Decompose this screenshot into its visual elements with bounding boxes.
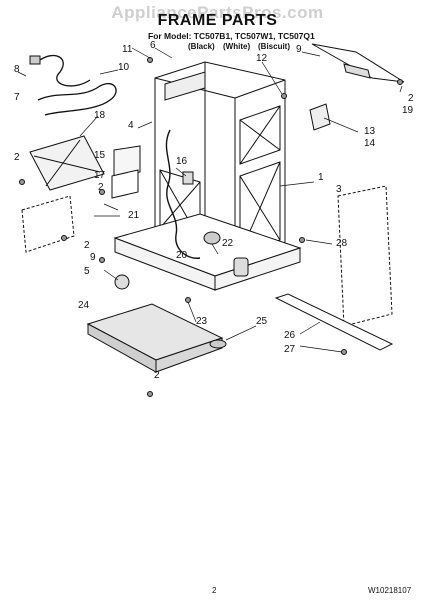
callout-12: 12 xyxy=(256,53,268,64)
top-rail-9 xyxy=(311,43,405,83)
caster-wheel xyxy=(114,274,130,290)
page-number: 2 xyxy=(212,586,217,595)
callout-14: 14 xyxy=(364,138,376,149)
callout-11: 11 xyxy=(122,44,133,55)
variant-biscuit: (Biscuit) xyxy=(258,42,290,51)
wire-harness xyxy=(165,129,201,259)
callout-15: 15 xyxy=(94,150,106,161)
callout-23: 23 xyxy=(196,316,208,327)
callout-17: 17 xyxy=(94,170,106,181)
page-title: FRAME PARTS xyxy=(157,12,278,29)
base-pan-24 xyxy=(86,303,224,373)
callout-2-d: 2 xyxy=(84,240,90,251)
callout-21: 21 xyxy=(128,210,140,221)
callout-2-a: 2 xyxy=(408,93,414,104)
callout-28: 28 xyxy=(336,238,348,249)
callout-2-e: 2 xyxy=(154,370,160,381)
rear-panel-3 xyxy=(337,185,393,327)
variant-white: (White) xyxy=(223,42,251,51)
callout-7-top: 7 xyxy=(14,92,20,103)
terminal-block xyxy=(182,171,194,185)
callout-26: 26 xyxy=(284,330,296,341)
callout-9-left: 9 xyxy=(90,252,96,263)
document-number: W10218107 xyxy=(368,586,412,595)
base-platform xyxy=(113,213,302,291)
callout-2-c: 2 xyxy=(98,182,104,193)
rail-26 xyxy=(274,293,394,351)
side-panel-18 xyxy=(29,135,105,191)
callout-3: 3 xyxy=(336,184,342,195)
callout-10: 10 xyxy=(118,62,130,73)
variant-black: (Black) xyxy=(188,42,215,51)
leader-lines xyxy=(17,47,403,353)
bracket-13 xyxy=(309,103,331,131)
drive-unit xyxy=(203,231,221,245)
callout-18: 18 xyxy=(94,110,106,121)
wire-assembly xyxy=(37,83,117,116)
callout-16: 16 xyxy=(176,156,188,167)
callout-8: 8 xyxy=(14,64,20,75)
callout-5: 5 xyxy=(84,266,90,277)
cover-panel-21 xyxy=(21,195,75,253)
callout-13: 13 xyxy=(364,126,376,137)
callout-1: 1 xyxy=(318,172,324,183)
callout-25: 25 xyxy=(256,316,268,327)
callout-22: 22 xyxy=(222,238,234,249)
callout-6: 6 xyxy=(150,40,156,51)
callout-20: 20 xyxy=(176,250,188,261)
callout-24: 24 xyxy=(78,300,90,311)
callout-9-top: 9 xyxy=(296,44,302,55)
callout-19: 19 xyxy=(402,105,414,116)
leveling-foot xyxy=(209,339,227,349)
caster-bracket xyxy=(233,257,249,277)
callout-2-b: 2 xyxy=(14,152,20,163)
bracket-15 xyxy=(111,169,139,199)
bracket-17 xyxy=(113,145,141,177)
callout-27: 27 xyxy=(284,344,296,355)
callout-4: 4 xyxy=(128,120,134,131)
power-cord xyxy=(39,55,91,87)
screws xyxy=(19,57,403,397)
model-line: For Model: TC507B1, TC507W1, TC507Q1 xyxy=(148,31,315,41)
watermark: AppliancePartsPros.com xyxy=(111,3,324,22)
